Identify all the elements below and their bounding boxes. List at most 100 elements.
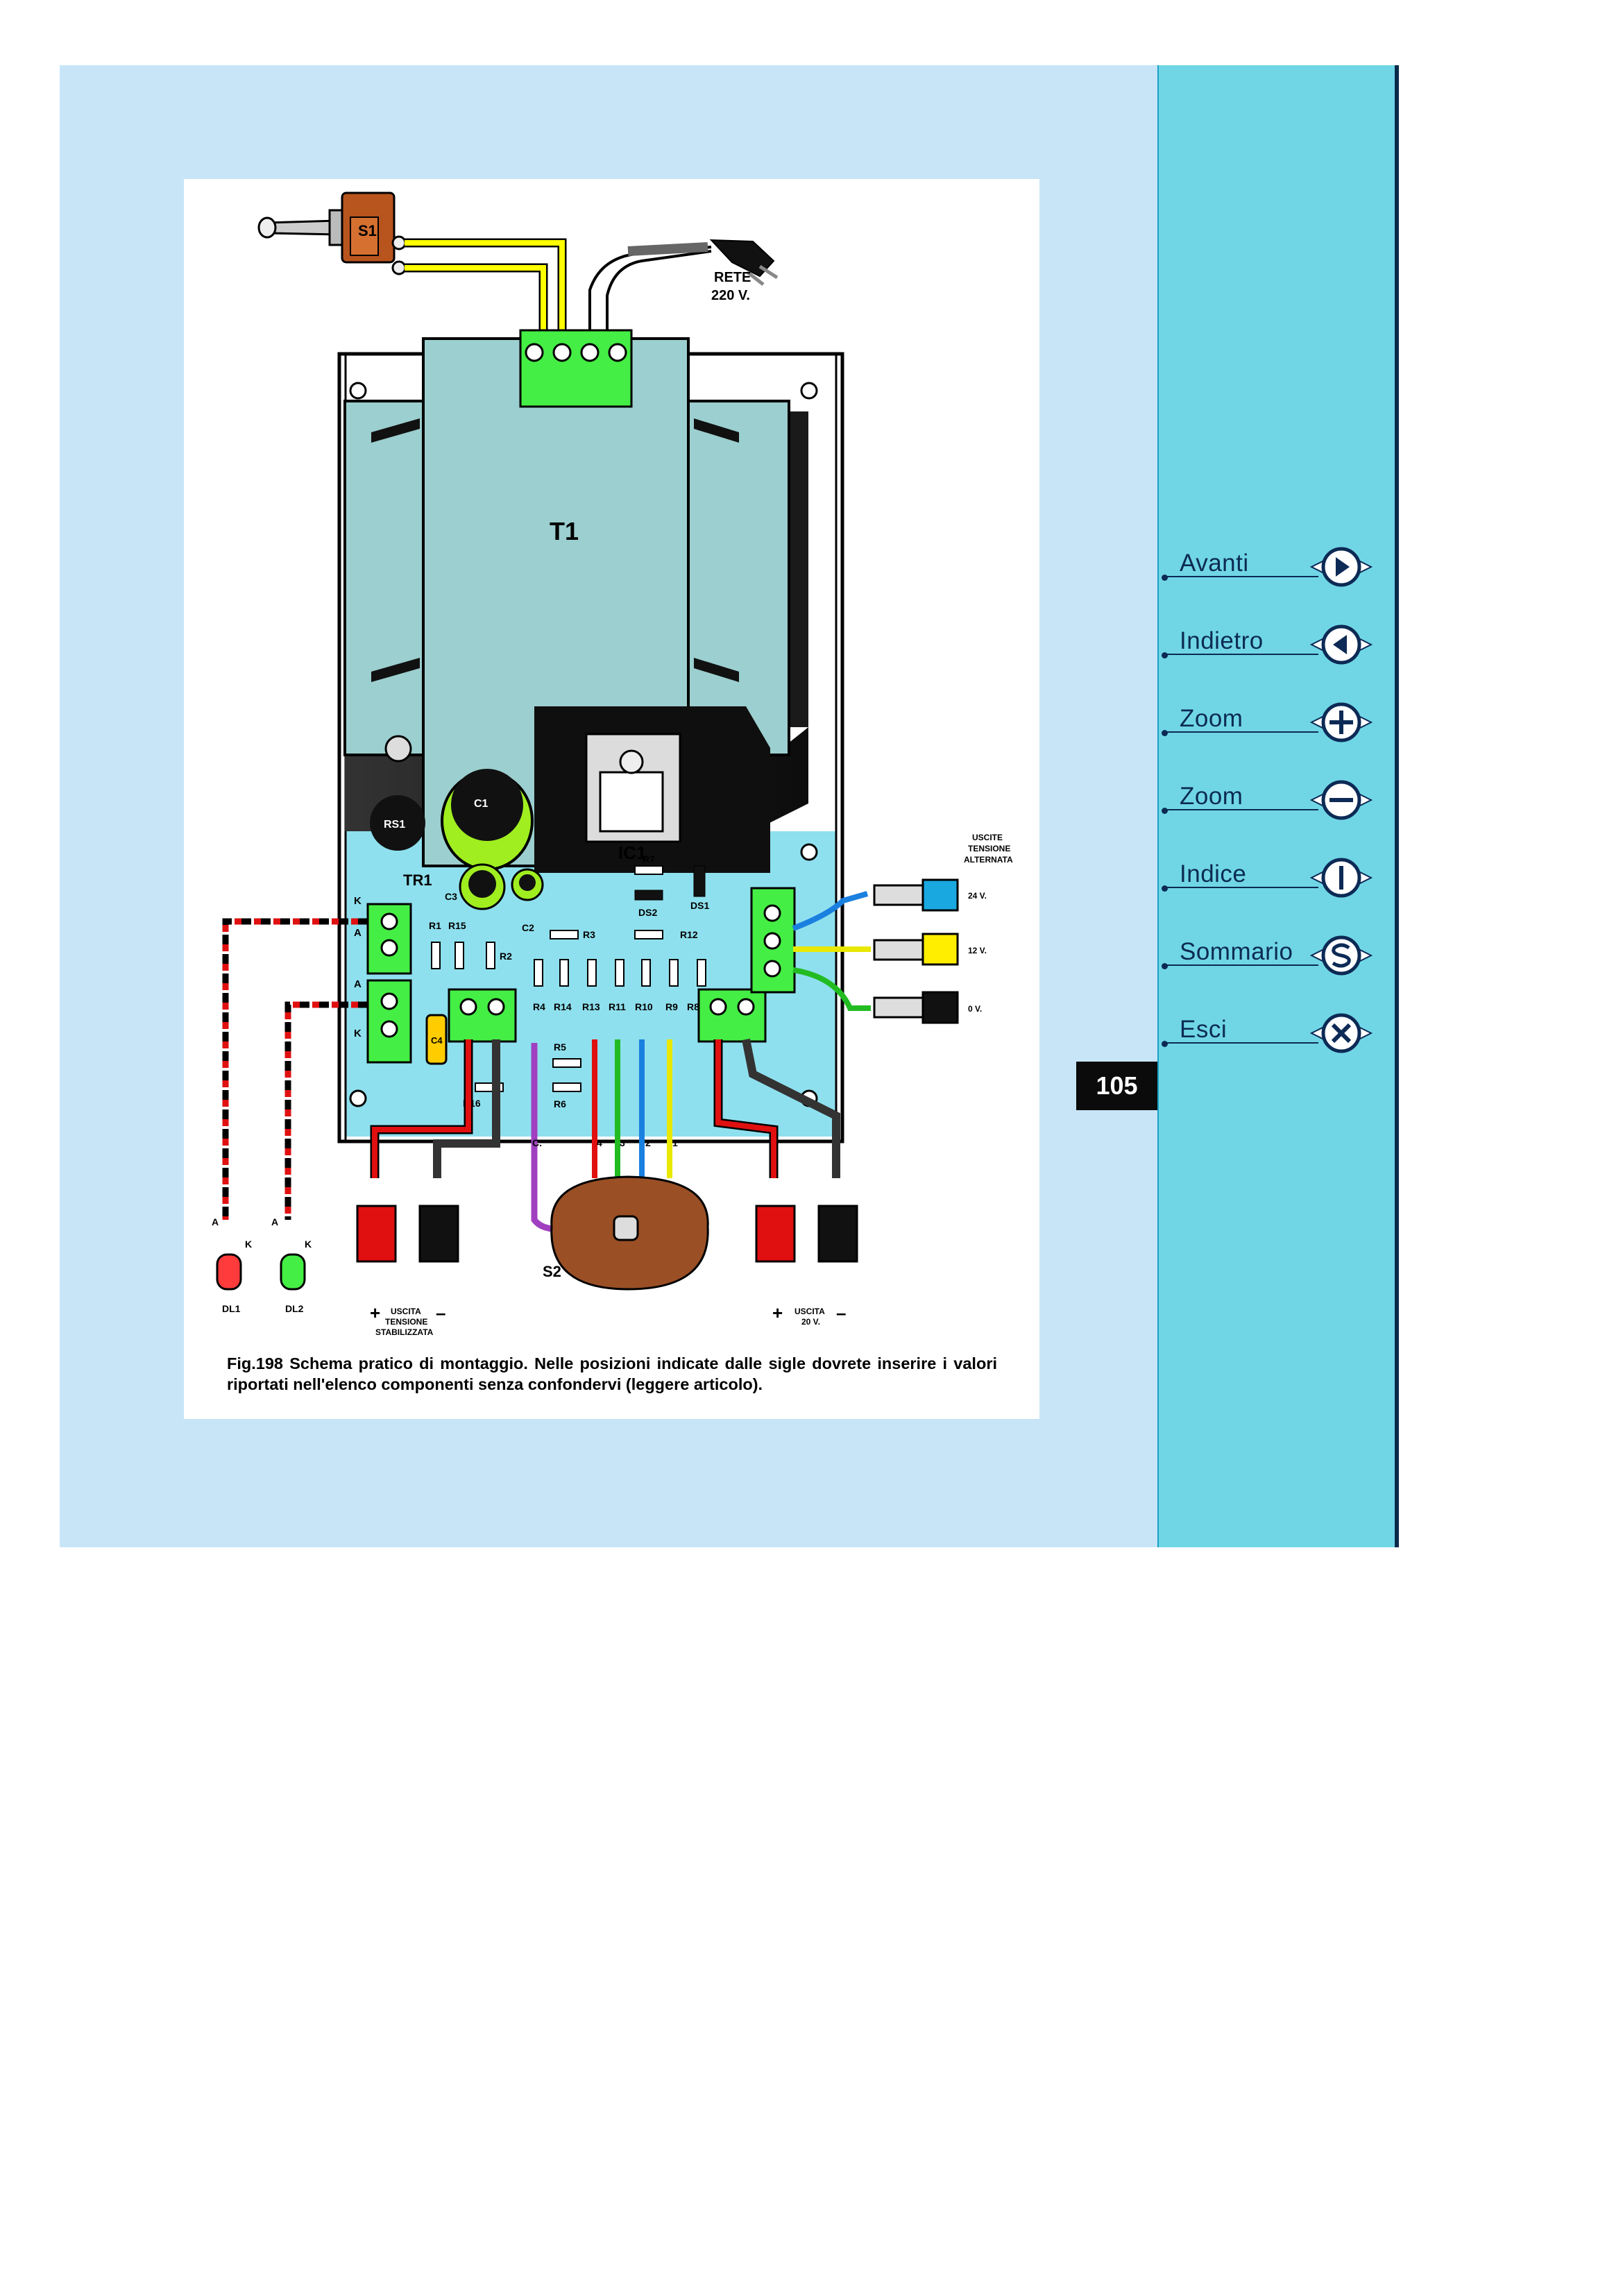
stab-uscita-label: USCITA	[391, 1307, 421, 1316]
close-icon	[1310, 1013, 1373, 1053]
k-label-2: K	[354, 1028, 362, 1039]
ds2-label: DS2	[638, 907, 657, 918]
stab-minus-label: –	[436, 1302, 445, 1323]
led-wires	[222, 918, 368, 1220]
nav-back-button[interactable]: Indietro	[1159, 618, 1395, 673]
bridge-rectifier: RS1	[370, 795, 425, 851]
nav-underline	[1166, 964, 1318, 966]
nav-bullet	[1162, 808, 1168, 814]
arrow-left-icon	[1310, 624, 1373, 665]
nav-zoom-out-label: Zoom	[1180, 783, 1243, 810]
output-20v: + – USCITA 20 V.	[713, 1038, 858, 1327]
nav-exit-button[interactable]: Esci	[1159, 1006, 1395, 1062]
out20-minus-label: –	[836, 1302, 846, 1323]
nav-forward-label: Avanti	[1180, 550, 1249, 577]
uscite-label-1: USCITE	[972, 833, 1003, 842]
r12-label: R12	[680, 929, 698, 940]
nav-index-label: Indice	[1180, 860, 1247, 887]
nav-zoom-in-button[interactable]: Zoom	[1159, 695, 1395, 751]
nav-bullet	[1162, 885, 1168, 892]
nav-summary-button[interactable]: Sommario	[1159, 928, 1395, 984]
nav-forward-button[interactable]: Avanti	[1159, 540, 1395, 595]
nav-exit-label: Esci	[1180, 1016, 1227, 1043]
dl1-cathode-label: K	[245, 1239, 252, 1250]
c4-label: C4	[431, 1035, 443, 1046]
pos4-label: 4	[597, 1137, 602, 1148]
r3-label: R3	[583, 929, 595, 940]
r1-label: R1	[429, 920, 441, 931]
mains-cord: RETE 220 V.	[588, 239, 779, 336]
nav-index-button[interactable]: Indice	[1159, 851, 1395, 906]
dl2-label: DL2	[285, 1303, 304, 1314]
rotary-switch: C. 4 3 2 1 S2	[531, 1039, 709, 1291]
nav-summary-label: Sommario	[1180, 938, 1293, 965]
c2-label: C2	[522, 922, 534, 933]
side-panel-border	[1395, 65, 1399, 1547]
r4-label: R4	[533, 1001, 545, 1012]
s2-label: S2	[543, 1263, 561, 1280]
a-label-2: A	[354, 978, 362, 990]
common-label: C.	[532, 1137, 542, 1148]
r14-label: R14	[554, 1001, 572, 1012]
r5-label: R5	[554, 1041, 566, 1053]
c1-label: C1	[474, 798, 488, 810]
out20-voltage-label: 20 V.	[801, 1317, 820, 1327]
ac-12v-label: 12 V.	[968, 946, 987, 955]
c3-label: C3	[445, 891, 457, 902]
capacitor-c1: C1	[441, 769, 534, 871]
ac-outputs: USCITE TENSIONE ALTERNATA 24 V. 12 V. 0 …	[792, 833, 1013, 1024]
dl2-anode-label: A	[271, 1216, 278, 1227]
nav-back-label: Indietro	[1180, 627, 1264, 654]
summary-icon	[1310, 935, 1373, 976]
led-dl2: DL2 A K	[271, 1216, 312, 1314]
a-label-1: A	[354, 927, 362, 939]
nav-bullet	[1162, 963, 1168, 969]
stab-plus-label: +	[370, 1302, 380, 1323]
nav-bullet	[1162, 1041, 1168, 1047]
s1-label: S1	[358, 222, 377, 239]
pcb-terminal-blocks: K A A K	[354, 887, 796, 1064]
rs1-label: RS1	[384, 819, 405, 831]
figure-caption: Fig.198 Schema pratico di montaggio. Nel…	[227, 1354, 997, 1393]
arrow-right-icon	[1310, 547, 1373, 587]
mains-label: RETE	[714, 270, 751, 285]
nav-underline	[1166, 576, 1318, 577]
nav-bullet	[1162, 575, 1168, 581]
pos3-label: 3	[620, 1137, 625, 1148]
stab-tensione-label: TENSIONE	[385, 1317, 427, 1327]
ac-24v-label: 24 V.	[968, 891, 987, 901]
stab-stabilizzata-label: STABILIZZATA	[375, 1327, 434, 1337]
nav-bullet	[1162, 652, 1168, 658]
r9-label: R9	[665, 1001, 678, 1012]
nav-underline	[1166, 809, 1318, 810]
dl2-cathode-label: K	[305, 1239, 312, 1250]
led-dl1: DL1 A K	[212, 1216, 252, 1314]
r2-label: R2	[500, 951, 512, 962]
dl1-anode-label: A	[212, 1216, 219, 1227]
ic1-label: IC1	[618, 842, 646, 863]
nav-underline	[1166, 887, 1318, 888]
mains-voltage-label: 220 V.	[711, 288, 750, 303]
out20-uscita-label: USCITA	[794, 1307, 825, 1316]
capacitor-c2: C2	[511, 868, 544, 933]
ac-0v-label: 0 V.	[968, 1004, 982, 1014]
r13-label: R13	[582, 1001, 600, 1012]
stabilized-output: + – USCITA TENSIONE STABILIZZATA	[356, 1039, 500, 1337]
pos2-label: 2	[645, 1137, 651, 1148]
nav-underline	[1166, 654, 1318, 655]
nav-bullet	[1162, 730, 1168, 736]
page-number: 105	[1076, 1062, 1157, 1110]
out20-plus-label: +	[772, 1302, 783, 1323]
nav-zoom-in-label: Zoom	[1180, 705, 1243, 732]
dl1-label: DL1	[222, 1303, 241, 1314]
capacitor-c4: C4	[425, 1014, 448, 1065]
figure-frame: S1 RETE 220 V.	[184, 179, 1039, 1419]
nav-zoom-out-button[interactable]: Zoom	[1159, 773, 1395, 828]
pos1-label: 1	[672, 1137, 678, 1148]
capacitor-c3: C3	[445, 863, 506, 910]
minus-icon	[1310, 780, 1373, 820]
r8-label: R8	[687, 1001, 699, 1012]
tr1-label: TR1	[403, 871, 432, 889]
uscite-label-2: TENSIONE	[968, 844, 1010, 853]
uscite-label-3: ALTERNATA	[964, 855, 1013, 865]
